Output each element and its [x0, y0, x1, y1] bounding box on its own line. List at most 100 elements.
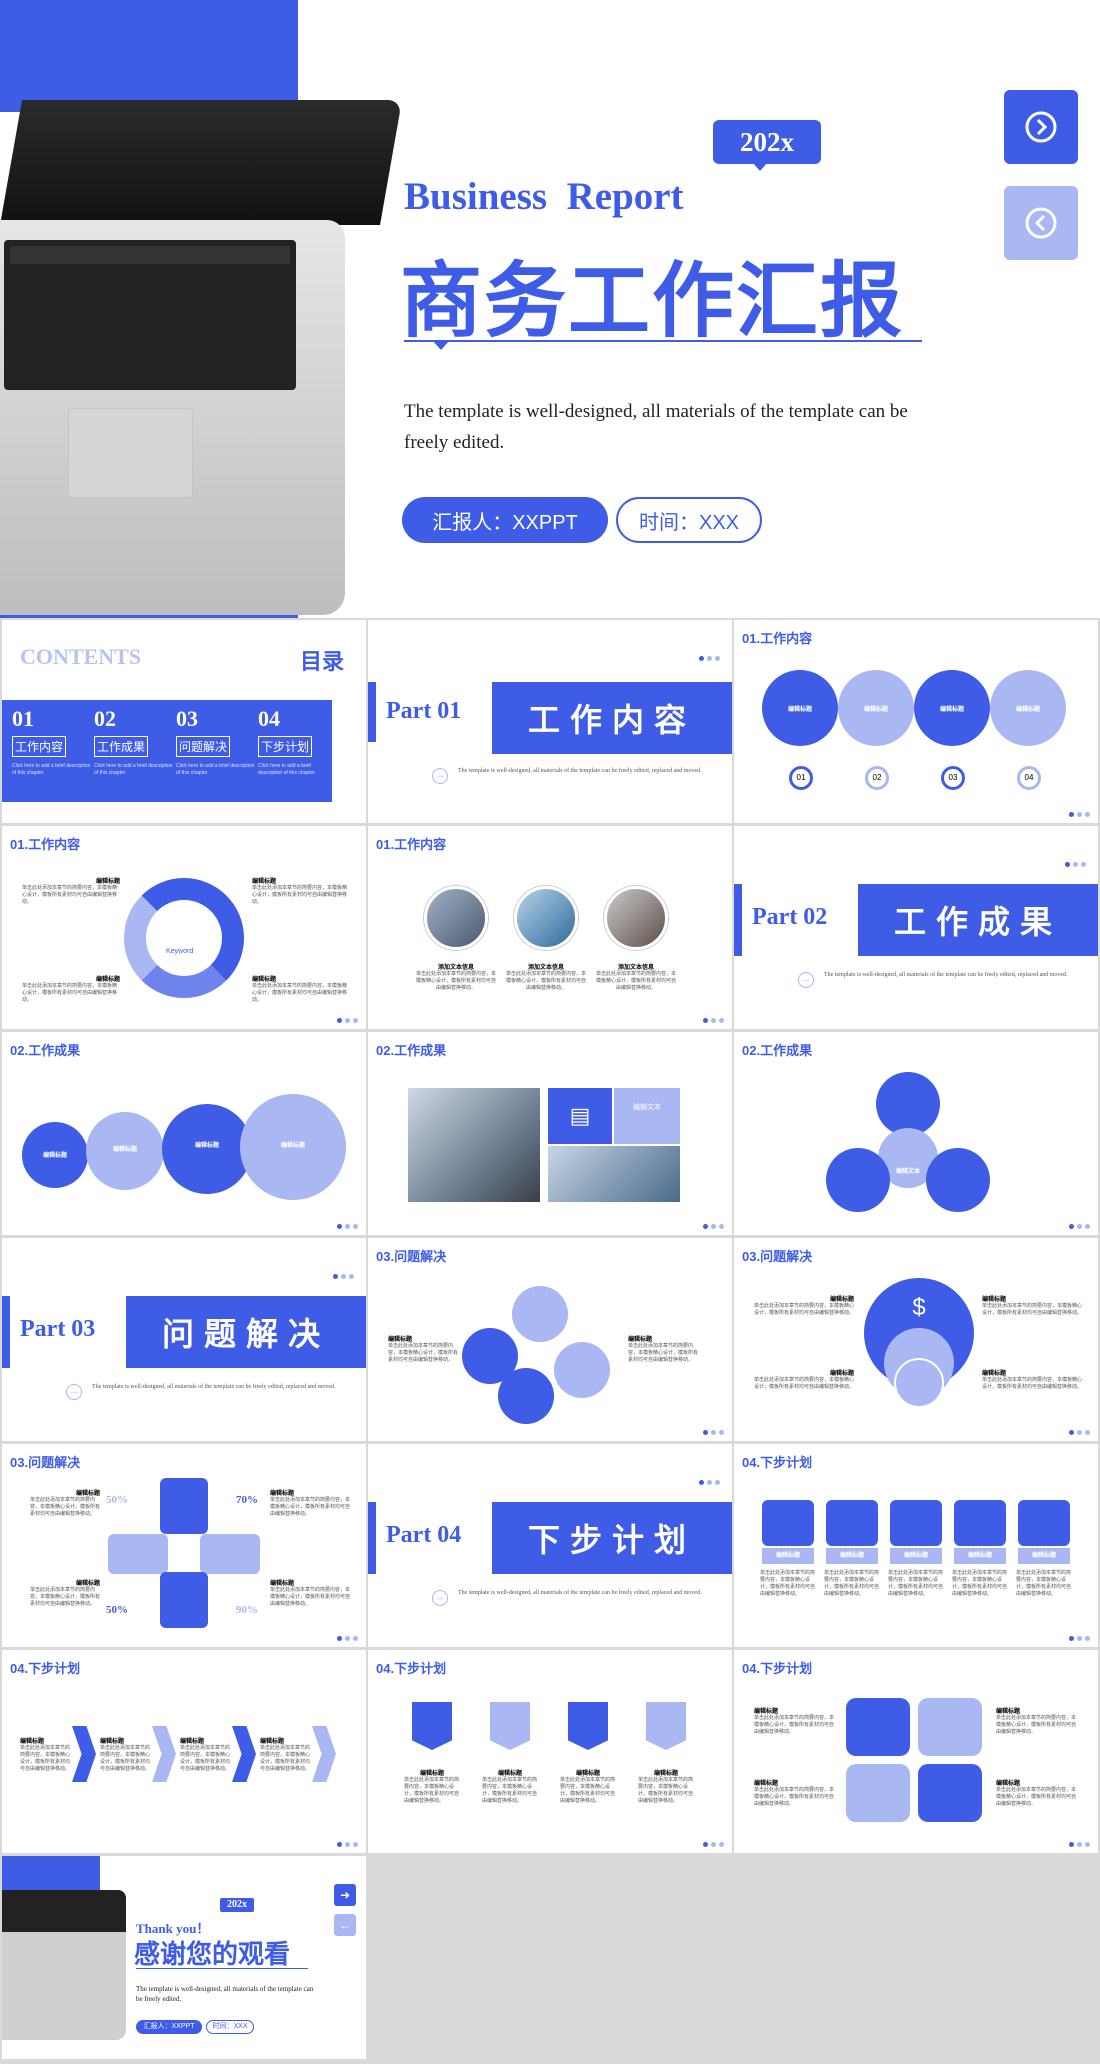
slide-problem-solving-2[interactable]: 03.问题解决 $ 编辑标题 单击此处添加本章节的简要内容，本模板精心设计，模板… [734, 1238, 1098, 1441]
slide-part-04[interactable]: Part 04 下步计划 → The template is well-desi… [368, 1444, 732, 1647]
slide-next-plan-1[interactable]: 04.下步计划 编辑标题 编辑标题 编辑标题 编辑标题 编辑标题 单击此处添加本… [734, 1444, 1098, 1647]
slide-work-results-2[interactable]: 02.工作成果 ▤ 编辑文本 [368, 1032, 732, 1235]
bubble-3 [914, 670, 990, 746]
contents-band [2, 700, 332, 802]
prev-slide-button[interactable] [1004, 186, 1078, 260]
thanks-laptop-image [2, 1890, 126, 2040]
slide-work-content-2[interactable]: 01.工作内容 Keyword 编辑标题 单击此处添加本章节的简要内容，本模板精… [2, 826, 366, 1029]
thanks-blue-block [2, 1856, 100, 1892]
slide-contents[interactable]: CONTENTS 目录 01 工作内容 Click here to add a … [2, 620, 366, 823]
slide-title: 03.问题解决 [10, 1455, 81, 1470]
step-text-4: 编辑标题 单击此处添加本章节的简要内容，本模板精心设计，模板所有素材均可自由编辑… [260, 1739, 311, 1772]
part-title: 下步计划 [492, 1502, 732, 1574]
part-number: Part 04 [386, 1522, 462, 1548]
title-underline-notch [432, 340, 450, 350]
arrow-circle-icon: → [66, 1384, 82, 1400]
plan-label-2: 编辑标题 [826, 1548, 878, 1564]
plan-body-3: 单击此处添加本章节的简要内容，本模板精心设计，模板所有素材均可自由编辑替换移动。 [888, 1570, 944, 1597]
part-number: Part 03 [20, 1316, 96, 1342]
contents-item-3: 03 问题解决 Click here to add a brief descri… [176, 706, 256, 777]
thanks-reporter-pill: 汇报人：XXPPT [136, 2020, 202, 2034]
thanks-time-pill: 时间：XXX [206, 2020, 254, 2034]
slide-part-02[interactable]: Part 02 工作成果 → The template is well-desi… [734, 826, 1098, 1029]
contents-en: CONTENTS [20, 644, 142, 669]
bubble-label: 编辑标题 [42, 1153, 67, 1159]
pct-3: 50% [106, 1604, 128, 1616]
step-text-1: 编辑标题 单击此处添加本章节的简要内容，本模板精心设计，模板所有素材均可自由编辑… [20, 1739, 71, 1772]
cover-description: The template is well-designed, all mater… [404, 401, 908, 453]
slide-dots [699, 656, 720, 661]
ps2-text-2: 编辑标题 单击此处添加本章节的简要内容，本模板精心设计，模板所有素材均可自由编辑… [982, 1297, 1083, 1316]
bubble-label: 编辑标题 [939, 707, 964, 713]
ps2-text-1: 编辑标题 单击此处添加本章节的简要内容，本模板精心设计，模板所有素材均可自由编辑… [754, 1297, 855, 1316]
slide-part-03[interactable]: Part 03 问题解决 → The template is well-desi… [2, 1238, 366, 1441]
part-left-bar [368, 682, 376, 742]
slide-work-content-3[interactable]: 01.工作内容 添加文本信息 单击此处添加本章节的简要内容，本模板精心设计，模板… [368, 826, 732, 1029]
box-bubble [894, 1358, 944, 1408]
desk-photo [548, 1146, 680, 1202]
slide-next-plan-2[interactable]: 04.下步计划 编辑标题 单击此处添加本章节的简要内容，本模板精心设计，模板所有… [2, 1650, 366, 1853]
cross-top [160, 1478, 208, 1534]
part-number: Part 02 [752, 904, 828, 930]
slide-problem-solving-1[interactable]: 03.问题解决 编辑标题 单击此处添加本章节的简要内容，本模板精心设计，模板所有… [368, 1238, 732, 1441]
ps2-text-3: 编辑标题 单击此处添加本章节的简要内容，本模板精心设计，模板所有素材均可自由编辑… [754, 1371, 855, 1390]
cover-slide: 202x Business Report 商务工作汇报 The template… [0, 0, 1100, 618]
plan-label-1: 编辑标题 [762, 1548, 814, 1564]
plan-body-1: 单击此处添加本章节的简要内容，本模板精心设计，模板所有素材均可自由编辑替换移动。 [760, 1570, 816, 1597]
contents-num: 02 [94, 706, 116, 731]
cover-en-title: Business Report [404, 175, 684, 218]
arrow-left-circle-icon [1025, 207, 1057, 239]
bubble-label: 编辑标题 [112, 1147, 137, 1153]
next-slide-button[interactable] [1004, 90, 1078, 164]
part-left-bar [734, 884, 742, 956]
tri-bubble-right [926, 1148, 990, 1212]
thanks-next-button[interactable]: ➜ [334, 1884, 356, 1906]
slide-thank-you[interactable]: ➜ ← 202x Thank you！ 感谢您的观看 The template … [2, 1856, 366, 2059]
pct-4: 90% [236, 1604, 258, 1616]
cycle-text-2: 编辑标题 单击此处添加本章节的简要内容，本模板精心设计，模板所有素材均可自由编辑… [252, 879, 348, 905]
slide-work-results-3[interactable]: 02.工作成果 编辑文本 [734, 1032, 1098, 1235]
contents-num: 01 [12, 706, 34, 731]
slide-next-plan-3[interactable]: 04.下步计划 编辑标题 单击此处添加本章节的简要内容，本模板精心设计，模板所有… [368, 1650, 732, 1853]
flag-4 [646, 1702, 686, 1750]
step-text-2: 编辑标题 单击此处添加本章节的简要内容，本模板精心设计，模板所有素材均可自由编辑… [100, 1739, 151, 1772]
photo-circle-3 [604, 886, 668, 950]
edit-text-tile: 编辑文本 [614, 1088, 680, 1144]
ps-text-2: 编辑标题 单击此处添加本章节的简要内容，本模板精心设计，模板所有素材均可自由编辑… [628, 1337, 699, 1363]
plan-card-1 [762, 1500, 814, 1546]
contents-label: 问题解决 [176, 736, 231, 757]
flag-text-2: 编辑标题 单击此处添加本章节的简要内容，本模板精心设计，模板所有素材均可自由编辑… [482, 1771, 538, 1804]
cross-text-4: 编辑标题 单击此处添加本章节的简要内容，本模板精心设计，模板所有素材均可自由编辑… [270, 1581, 351, 1607]
slide-dots [1069, 812, 1090, 817]
slide-problem-solving-3[interactable]: 03.问题解决 50% 70% 50% 90% 编辑标题 单击此处添加本章节的简… [2, 1444, 366, 1647]
slide-dots [1069, 1636, 1090, 1641]
quad-tile-2 [918, 1698, 982, 1756]
thanks-desc: The template is well-designed, all mater… [136, 1985, 314, 2003]
bubble-label: 编辑标题 [280, 1143, 305, 1149]
slide-dots [1065, 862, 1086, 867]
cycle-ring [124, 878, 244, 998]
num-circle-4: 04 [1017, 766, 1041, 790]
slide-dots [337, 1224, 358, 1229]
slide-dots [337, 1018, 358, 1023]
contents-item-4: 04 下步计划 Click here to add a brief descri… [258, 706, 330, 777]
contents-desc: Click here to add a brief description of… [94, 763, 173, 776]
pct-1: 50% [106, 1494, 128, 1506]
num-circle-3: 03 [941, 766, 965, 790]
plan-label-5: 编辑标题 [1018, 1548, 1070, 1564]
contents-desc: Click here to add a brief description of… [176, 763, 255, 776]
slide-part-01[interactable]: Part 01 工作内容 → The template is well-desi… [368, 620, 732, 823]
tri-bubble-top [876, 1072, 940, 1136]
slide-title: 03.问题解决 [742, 1249, 813, 1264]
slide-next-plan-4[interactable]: 04.下步计划 编辑标题 单击此处添加本章节的简要内容，本模板精心设计，模板所有… [734, 1650, 1098, 1853]
part-title: 工作内容 [492, 682, 732, 754]
result-bubble-3 [162, 1104, 252, 1194]
thanks-prev-button[interactable]: ← [334, 1914, 356, 1936]
flag-1 [412, 1702, 452, 1750]
slide-work-content-1[interactable]: 01.工作内容 编辑标题 编辑标题 编辑标题 编辑标题 01 02 03 04 [734, 620, 1098, 823]
slide-title: 04.下步计划 [742, 1661, 813, 1676]
step-text-3: 编辑标题 单击此处添加本章节的简要内容，本模板精心设计，模板所有素材均可自由编辑… [180, 1739, 231, 1772]
photo-text-2: 添加文本信息 单击此处添加本章节的简要内容，本模板精心设计，模板所有素材均可自由… [506, 965, 587, 991]
slide-dots [333, 1274, 354, 1279]
slide-work-results-1[interactable]: 02.工作成果 编辑标题 编辑标题 编辑标题 编辑标题 [2, 1032, 366, 1235]
